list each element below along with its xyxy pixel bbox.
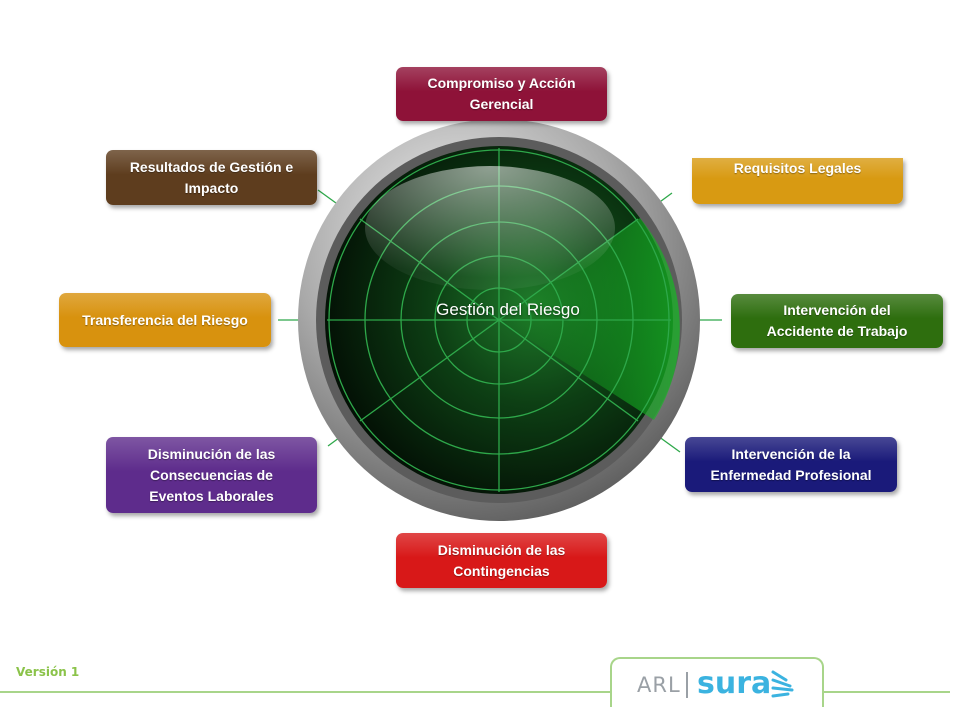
logo-tab <box>610 657 824 707</box>
logo-separator <box>686 672 688 698</box>
node-transferencia-riesgo: Transferencia del Riesgo <box>59 293 271 347</box>
node-intervencion-accidente: Intervención del Accidente de Trabajo <box>731 294 943 348</box>
sura-wings-icon <box>771 670 794 698</box>
footer-divider <box>0 691 950 693</box>
node-compromiso-accion-gerencial: Compromiso y Acción Gerencial <box>396 67 607 121</box>
radar-sweep <box>499 218 680 420</box>
node-intervencion-enfermedad: Intervención de la Enfermedad Profesiona… <box>685 437 897 492</box>
radar-gloss <box>365 166 615 290</box>
center-label: Gestión del Riesgo <box>436 300 580 319</box>
logo-arl-text: ARL <box>637 673 681 697</box>
node-resultados-gestion-impacto: Resultados de Gestión e Impacto <box>106 150 317 205</box>
logo-sura-text: sura <box>697 666 772 701</box>
node-requisitos-legales: Requisitos Legales <box>692 158 903 204</box>
node-disminucion-contingencias: Disminución de las Contingencias <box>396 533 607 588</box>
version-label: Versión 1 <box>16 665 80 679</box>
node-disminucion-consecuencias: Disminución de las Consecuencias de Even… <box>106 437 317 513</box>
